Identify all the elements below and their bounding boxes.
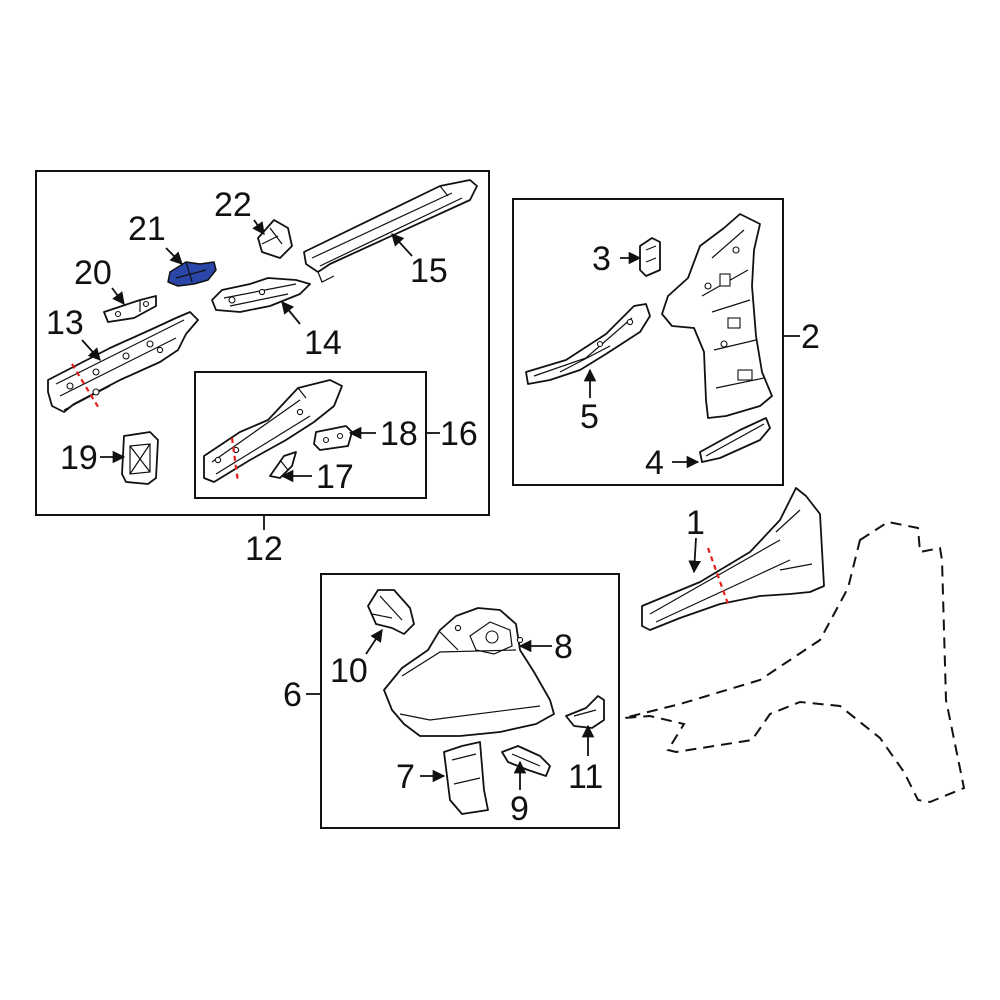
part-14-member[interactable] bbox=[211, 277, 311, 313]
callout-22: 22 bbox=[214, 186, 252, 224]
callout-19: 19 bbox=[60, 439, 98, 477]
part-4-lower-member[interactable] bbox=[699, 417, 771, 463]
part-3-bracket[interactable] bbox=[639, 237, 661, 277]
leader-1 bbox=[688, 537, 701, 574]
part-22-bracket[interactable] bbox=[257, 219, 293, 259]
part-7-pillar[interactable] bbox=[443, 741, 489, 815]
callout-9: 9 bbox=[510, 790, 529, 828]
callout-1: 1 bbox=[686, 504, 705, 542]
callout-10: 10 bbox=[330, 652, 368, 690]
part-15-rail[interactable] bbox=[303, 179, 478, 283]
callout-5: 5 bbox=[580, 398, 599, 436]
callout-16: 16 bbox=[440, 415, 478, 453]
callout-4: 4 bbox=[645, 444, 664, 482]
part-11-bracket[interactable] bbox=[565, 695, 605, 729]
part-16-sub-member[interactable] bbox=[203, 379, 343, 483]
part-1-fender-apron[interactable] bbox=[641, 487, 825, 631]
callout-6: 6 bbox=[283, 676, 302, 714]
leader-14 bbox=[281, 301, 301, 325]
callout-17: 17 bbox=[316, 458, 354, 496]
part-17-gusset[interactable] bbox=[269, 451, 297, 479]
leader-20 bbox=[111, 287, 125, 306]
leader-10 bbox=[365, 628, 383, 655]
part-19-bracket[interactable] bbox=[121, 431, 159, 485]
leader-13 bbox=[81, 339, 101, 361]
group-box-16 bbox=[194, 371, 427, 499]
leader-21 bbox=[165, 247, 183, 265]
group-box-6 bbox=[320, 573, 620, 829]
callout-20: 20 bbox=[74, 254, 112, 292]
callout-15: 15 bbox=[410, 252, 448, 290]
callout-8: 8 bbox=[554, 628, 573, 666]
part-9-bracket[interactable] bbox=[501, 745, 551, 777]
part-18-plate[interactable] bbox=[313, 425, 353, 451]
callout-18: 18 bbox=[380, 415, 418, 453]
callout-21: 21 bbox=[128, 210, 166, 248]
callout-7: 7 bbox=[396, 758, 415, 796]
fender-outline bbox=[623, 520, 966, 804]
part-2-apron-panel[interactable] bbox=[661, 213, 773, 419]
part-21-highlighted[interactable] bbox=[167, 261, 217, 287]
leader-22 bbox=[252, 219, 265, 236]
callout-14: 14 bbox=[304, 324, 342, 362]
leader-15 bbox=[391, 233, 413, 257]
callout-12: 12 bbox=[245, 530, 283, 568]
part-8-strut-housing[interactable] bbox=[383, 607, 555, 737]
part-5-upper-member[interactable] bbox=[525, 303, 651, 385]
group-box-12 bbox=[35, 170, 490, 516]
group-box-2 bbox=[512, 198, 784, 486]
part-20-plate[interactable] bbox=[103, 295, 157, 323]
part-10-bracket[interactable] bbox=[367, 589, 415, 635]
callout-11: 11 bbox=[568, 758, 603, 796]
callout-3: 3 bbox=[592, 240, 611, 278]
callout-2: 2 bbox=[801, 318, 820, 356]
callout-13: 13 bbox=[46, 304, 84, 342]
part-13-front-member[interactable] bbox=[47, 311, 199, 413]
